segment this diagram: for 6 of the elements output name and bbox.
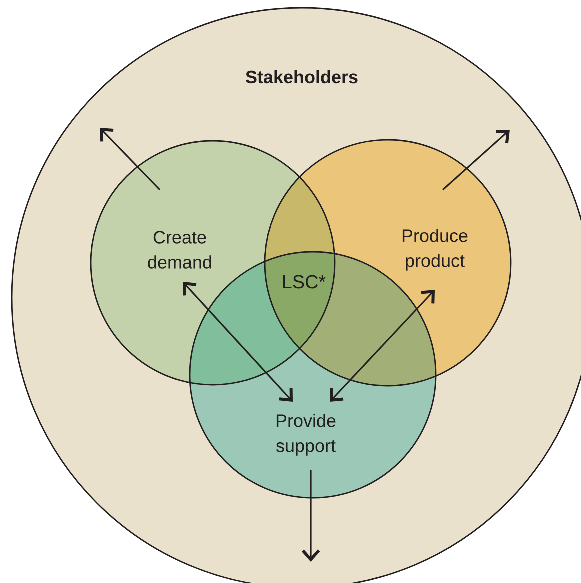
arrow [442, 130, 510, 191]
overlap-label: LSC* [283, 275, 326, 289]
arrow [330, 290, 436, 402]
arrow [302, 470, 320, 562]
arrow [100, 128, 161, 191]
arrow [183, 282, 293, 402]
